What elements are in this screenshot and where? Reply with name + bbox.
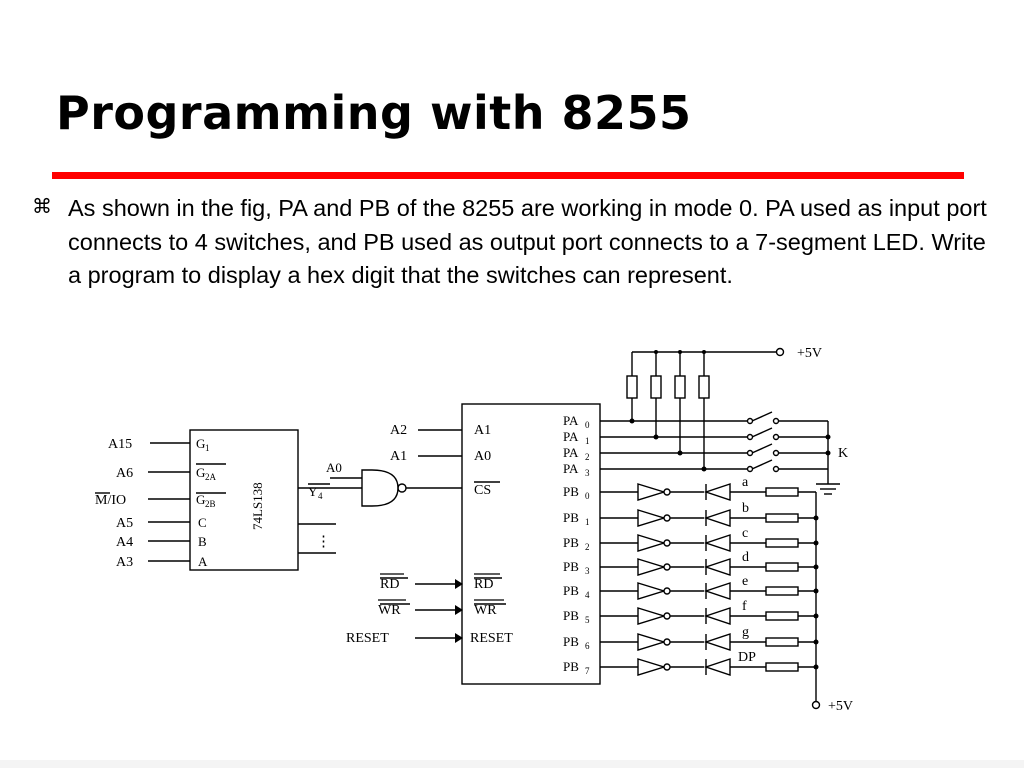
decoder-pin-sub: 1	[205, 443, 210, 453]
segment-label: f	[742, 599, 747, 614]
segment-label: b	[742, 501, 749, 516]
decoder-output-sub: 4	[318, 491, 323, 501]
pb-pin: PB	[563, 484, 579, 499]
footer-strip	[0, 760, 1024, 768]
vcc-top-label: +5V	[797, 346, 822, 361]
decoder-pin: B	[198, 534, 207, 549]
decoder-pin: G	[196, 465, 205, 480]
decoder-input: A15	[108, 437, 132, 452]
slide-title: Programming with 8255	[56, 86, 692, 140]
title-underline	[52, 172, 964, 179]
gate-input-label: A0	[326, 460, 342, 475]
segment-label: d	[742, 550, 749, 565]
control-signal: RESET	[346, 631, 389, 646]
decoder-74ls138	[189, 429, 299, 571]
control-signal: RD	[380, 577, 399, 592]
pb-pin: PB	[563, 608, 579, 623]
pb-pin: PB	[563, 510, 579, 525]
segment-label: e	[742, 574, 748, 589]
pin-subscript: 7	[585, 666, 590, 676]
decoder-pin: C	[198, 515, 207, 530]
ppi-pin: RESET	[470, 631, 513, 646]
pb-pin: PB	[563, 535, 579, 550]
segment-label: DP	[738, 650, 756, 665]
segment-label: a	[742, 475, 749, 490]
decoder-input: A6	[116, 466, 133, 481]
command-key-icon: ⌘	[32, 194, 52, 218]
pin-subscript: 0	[585, 420, 590, 430]
ppi-pin: CS	[474, 483, 491, 498]
ppi-pin: RD	[474, 577, 493, 592]
ppi-address-input: A1	[390, 449, 407, 464]
circuit-diagram: A15 A6 M/IO A5 A4 A3 G 1 G 2A G 2B C B A…	[95, 346, 853, 714]
pin-subscript: 4	[585, 590, 590, 600]
pin-subscript: 2	[585, 542, 590, 552]
decoder-input: A3	[116, 555, 133, 570]
switch-label: K	[838, 446, 848, 461]
segment-label: c	[742, 526, 748, 541]
decoder-pin: G	[196, 492, 205, 507]
ppi-address-input: A2	[390, 423, 407, 438]
pb-pin: PB	[563, 559, 579, 574]
ppi-pin: WR	[474, 603, 497, 618]
bullet-text: As shown in the fig, PA and PB of the 82…	[68, 195, 987, 288]
nand-gate	[361, 469, 399, 507]
pa-pin: PA	[563, 445, 579, 460]
pin-subscript: 3	[585, 566, 590, 576]
control-signal: WR	[378, 603, 401, 618]
decoder-pin-sub: 2B	[205, 499, 216, 509]
pin-subscript: 6	[585, 641, 590, 651]
decoder-output: Y	[308, 484, 318, 499]
pa-pin: PA	[563, 413, 579, 428]
decoder-input: M/IO	[95, 493, 126, 508]
pa-pin: PA	[563, 429, 579, 444]
segment-label: g	[742, 625, 749, 640]
pin-subscript: 2	[585, 452, 590, 462]
pin-subscript: 1	[585, 436, 590, 446]
decoder-pin: G	[196, 436, 205, 451]
decoder-chip-name: 74LS138	[250, 482, 265, 530]
pa-pin: PA	[563, 461, 579, 476]
pb-pin: PB	[563, 634, 579, 649]
pin-subscript: 1	[585, 517, 590, 527]
ppi-pin: A0	[474, 449, 491, 464]
vcc-bottom-label: +5V	[828, 699, 853, 714]
decoder-pin: A	[198, 554, 208, 569]
decoder-pin-sub: 2A	[205, 472, 217, 482]
decoder-input: A5	[116, 516, 133, 531]
pin-subscript: 5	[585, 615, 590, 625]
pb-pin: PB	[563, 583, 579, 598]
ppi-pin: A1	[474, 423, 491, 438]
pin-subscript: 0	[585, 491, 590, 501]
decoder-input: A4	[116, 535, 133, 550]
decoder-more-outputs: ⋮	[316, 534, 331, 550]
pin-subscript: 3	[585, 468, 590, 478]
ppi-8255	[461, 403, 601, 685]
pb-pin: PB	[563, 659, 579, 674]
